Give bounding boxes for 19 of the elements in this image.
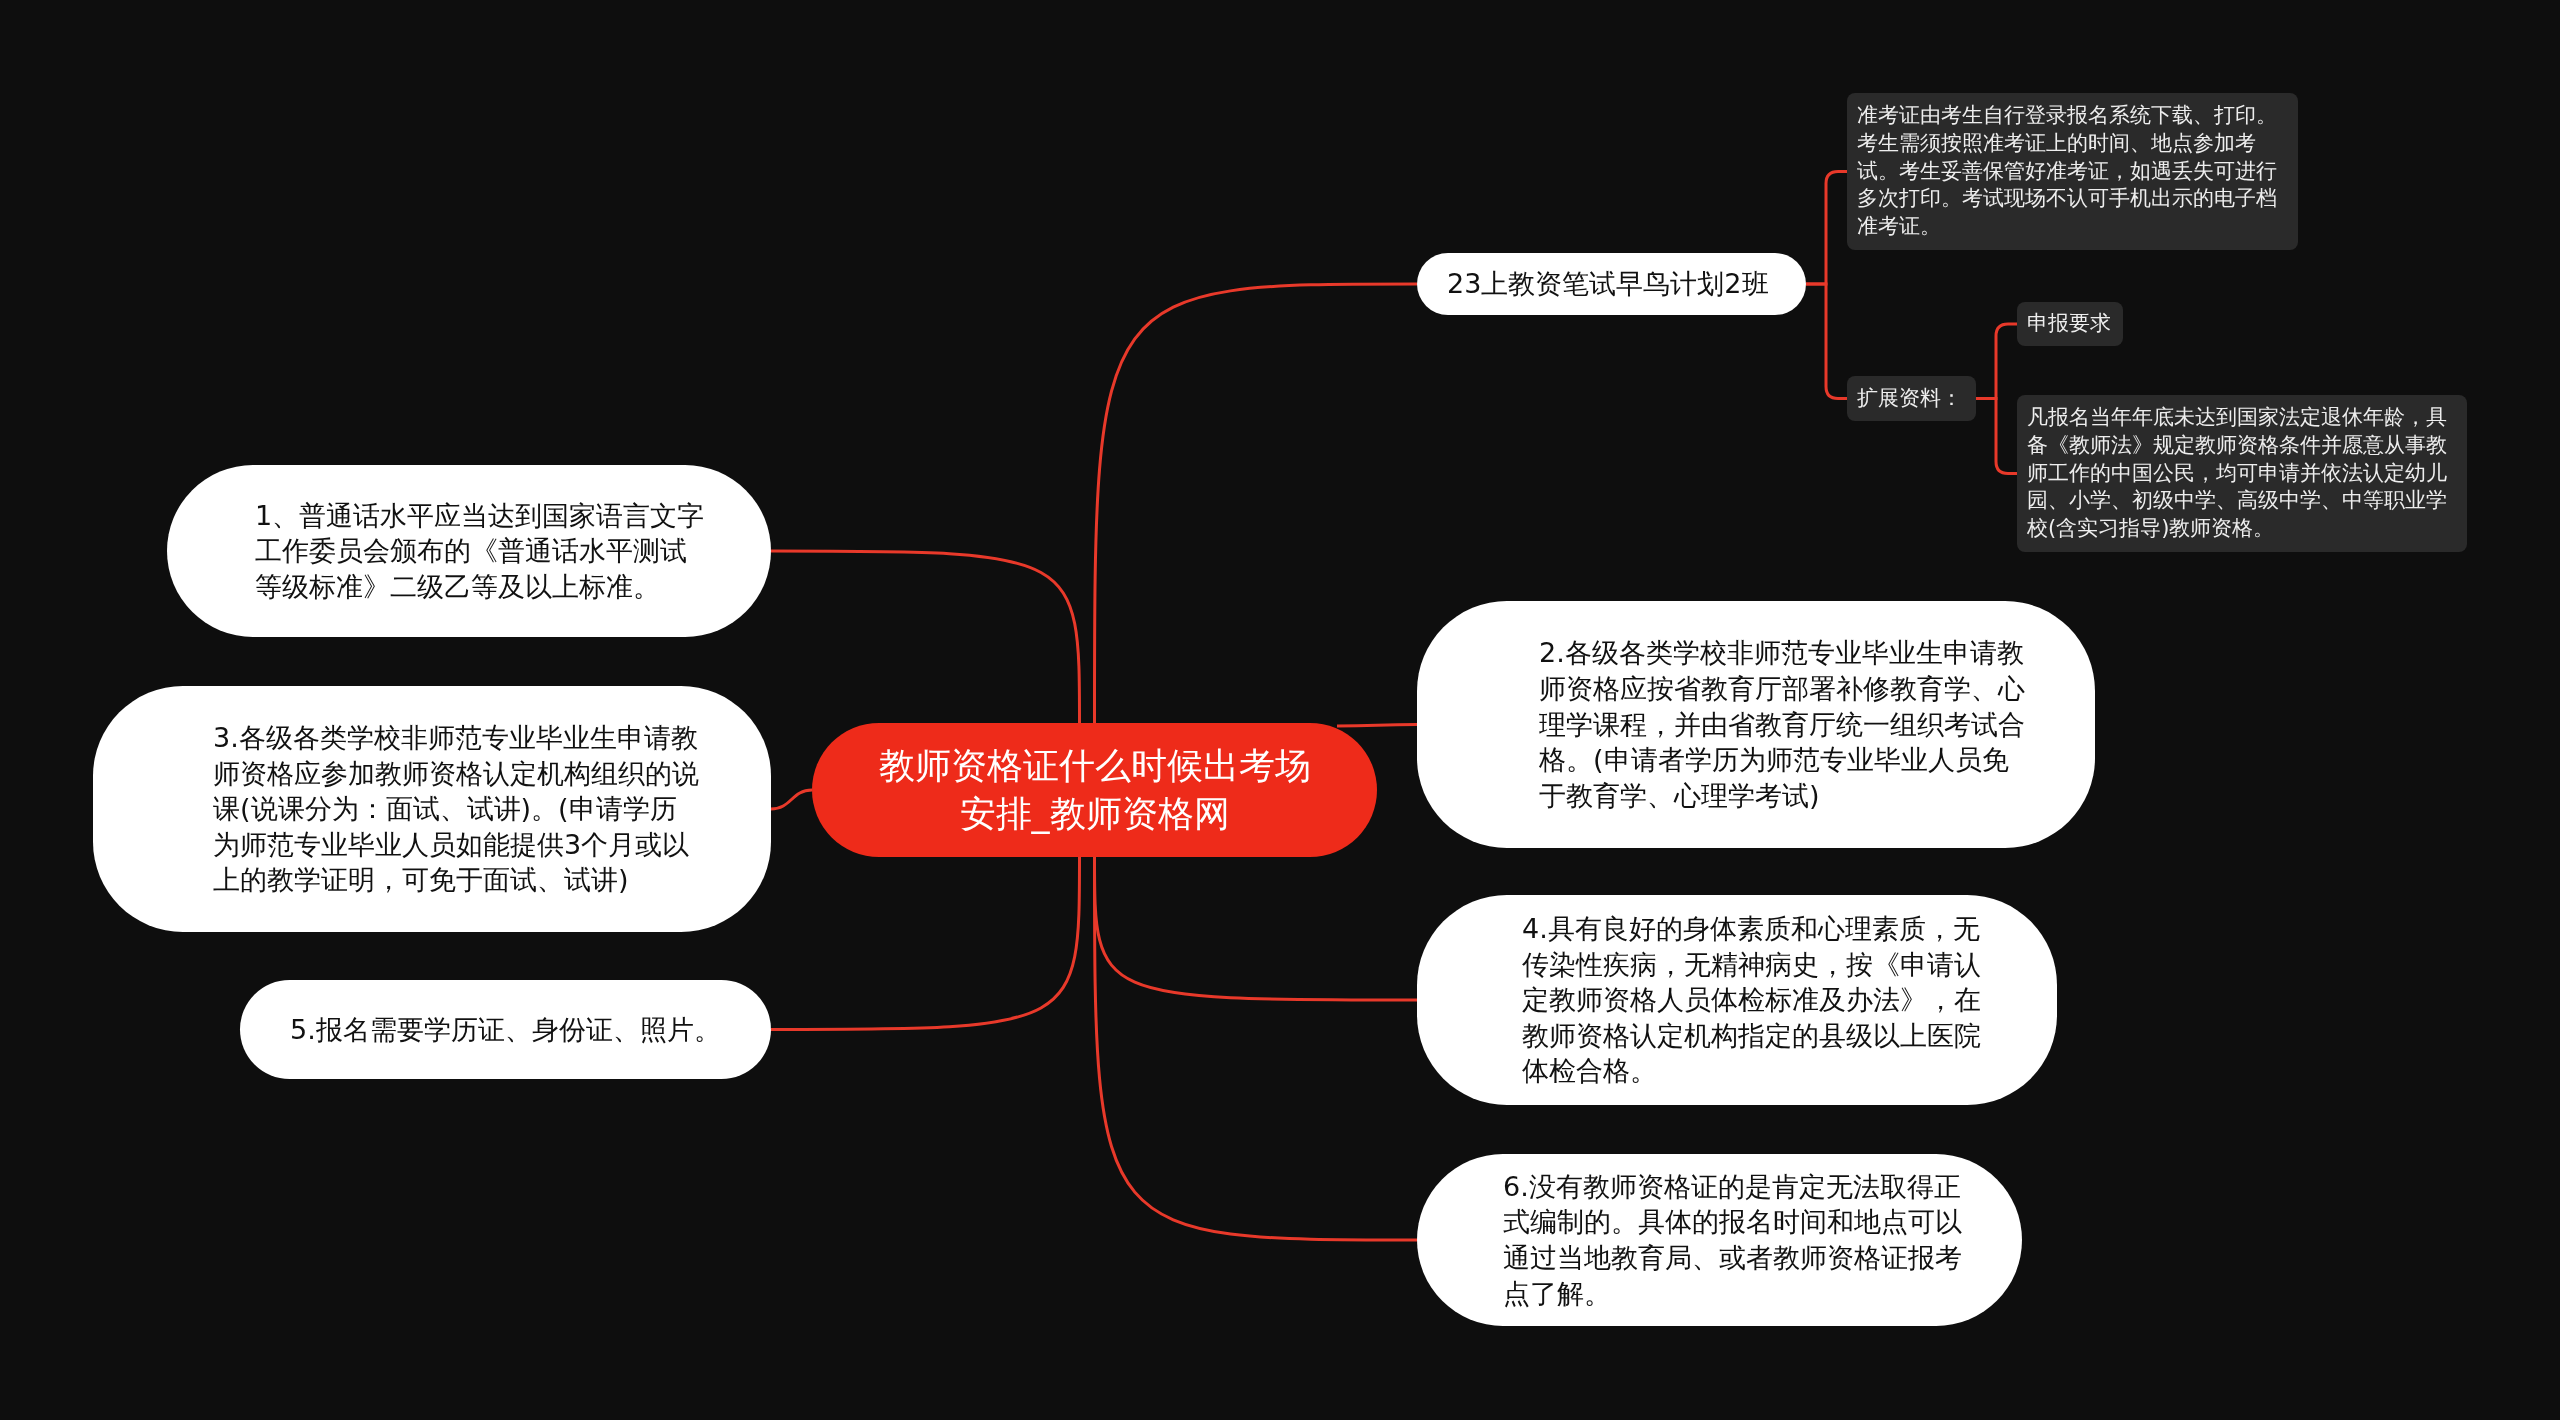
connector-line [1093, 282, 1417, 723]
note-box: 扩展资料： [1847, 376, 1976, 421]
topic-box: 1、普通话水平应当达到国家语言文字工作委员会颁布的《普通话水平测试等级标准》二级乙等及以上标准。 [167, 465, 771, 637]
topic-box: 6.没有教师资格证的是肯定无法取得正式编制的。具体的报名时间和地点可以通过当地教育局、或者教师资格证报考点了解。 [1417, 1154, 2022, 1326]
topic-box: 5.报名需要学历证、身份证、照片。 [240, 980, 771, 1079]
connector-line [1806, 282, 1847, 400]
note-box: 准考证由考生自行登录报名系统下载、打印。考生需须按照准考证上的时间、地点参加考试。考生妥善保管好准考证，如遇丢失可进行多次打印。考试现场不认可手机出示的电子档准考证。 [1847, 93, 2298, 250]
connector-line [1337, 723, 1417, 728]
connector-line [771, 857, 1081, 1031]
note-box: 申报要求 [2017, 302, 2123, 346]
topic-box: 2.各级各类学校非师范专业毕业生申请教师资格应按省教育厅部署补修教育学、心理学课程，并由省教育厅统一组织考试合格。(申请者学历为师范专业毕业人员免于教育学、心理学考试) [1417, 601, 2095, 848]
central-topic-box: 教师资格证什么时候出考场安排_教师资格网 [812, 723, 1377, 857]
connector-line [770, 788, 813, 811]
topic-box: 23上教资笔试早鸟计划2班 [1417, 253, 1806, 315]
topic-box: 4.具有良好的身体素质和心理素质，无传染性疾病，无精神病史，按《申请认定教师资格人员体检标准及办法》，在教师资格认定机构指定的县级以上医院体检合格。 [1417, 895, 2057, 1105]
connector-line [771, 549, 1081, 723]
note-box: 凡报名当年年底未达到国家法定退休年龄，具备《教师法》规定教师资格条件并愿意从事教师工作的中国公民，均可申请并依法认定幼儿园、小学、初级中学、高级中学、中等职业学校(含实习指导)教师资格。 [2017, 395, 2467, 552]
topic-box: 3.各级各类学校非师范专业毕业生申请教师资格应参加教师资格认定机构组织的说课(说课分为：面试、试讲)。(申请学历为师范专业毕业人员如能提供3个月或以上的教学证明，可免于面试、试讲) [93, 686, 771, 932]
connector-line [1976, 397, 2017, 475]
